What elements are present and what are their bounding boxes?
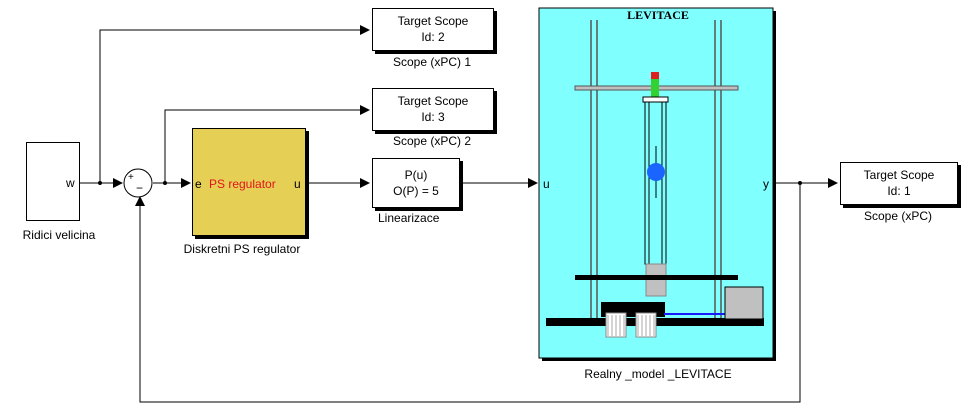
linearization-block[interactable]: P(u) O(P) = 5: [372, 158, 460, 208]
signal-w-to-scope1[interactable]: [99, 25, 370, 183]
source-output-port: w: [66, 176, 75, 190]
plant-title: LEVITACE: [627, 8, 689, 22]
scope-block-id1[interactable]: Target Scope Id: 1: [840, 162, 958, 205]
scope-caption: Scope (xPC): [863, 209, 933, 223]
scope-id: Id: 3: [421, 110, 445, 124]
controller-output-port: u: [294, 177, 301, 191]
sum-minus-sign: −: [136, 181, 143, 195]
scope-id: Id: 1: [887, 184, 911, 198]
linearization-line2: O(P) = 5: [393, 184, 439, 198]
linearization-line1: P(u): [404, 168, 428, 182]
plant-input-port: u: [543, 177, 550, 191]
sum-block[interactable]: + −: [123, 168, 153, 198]
sum-plus-sign: +: [128, 172, 134, 183]
scope-block-id2[interactable]: Target Scope Id: 2: [372, 8, 494, 51]
linearization-caption: Linearizace: [378, 211, 440, 225]
source-caption: Ridici velicina: [22, 228, 96, 242]
scope-id: Id: 2: [421, 30, 445, 44]
controller-block[interactable]: [192, 128, 306, 236]
plant-output-port: y: [763, 177, 769, 191]
scope-title: Target Scope: [863, 168, 935, 182]
scope-title: Target Scope: [397, 14, 469, 28]
signal-feedback[interactable]: [135, 183, 801, 403]
branch-dot-w: [98, 181, 102, 185]
plant-block[interactable]: [538, 7, 776, 361]
branch-dot-e: [163, 181, 167, 185]
scope-block-id3[interactable]: Target Scope Id: 3: [372, 88, 494, 131]
branch-dot-y: [798, 181, 802, 185]
controller-input-port: e: [195, 177, 202, 191]
signal-e-to-scope2[interactable]: [164, 105, 370, 183]
levitation-apparatus-illustration: [546, 20, 764, 338]
scope-caption: Scope (xPC) 1: [392, 55, 472, 69]
source-block[interactable]: [26, 142, 80, 221]
scope-title: Target Scope: [397, 94, 469, 108]
controller-title: PS regulator: [209, 177, 276, 191]
scope-caption: Scope (xPC) 2: [392, 134, 472, 148]
controller-caption: Diskretni PS regulator: [183, 242, 301, 256]
plant-caption: Realny _model _LEVITACE: [584, 367, 732, 381]
